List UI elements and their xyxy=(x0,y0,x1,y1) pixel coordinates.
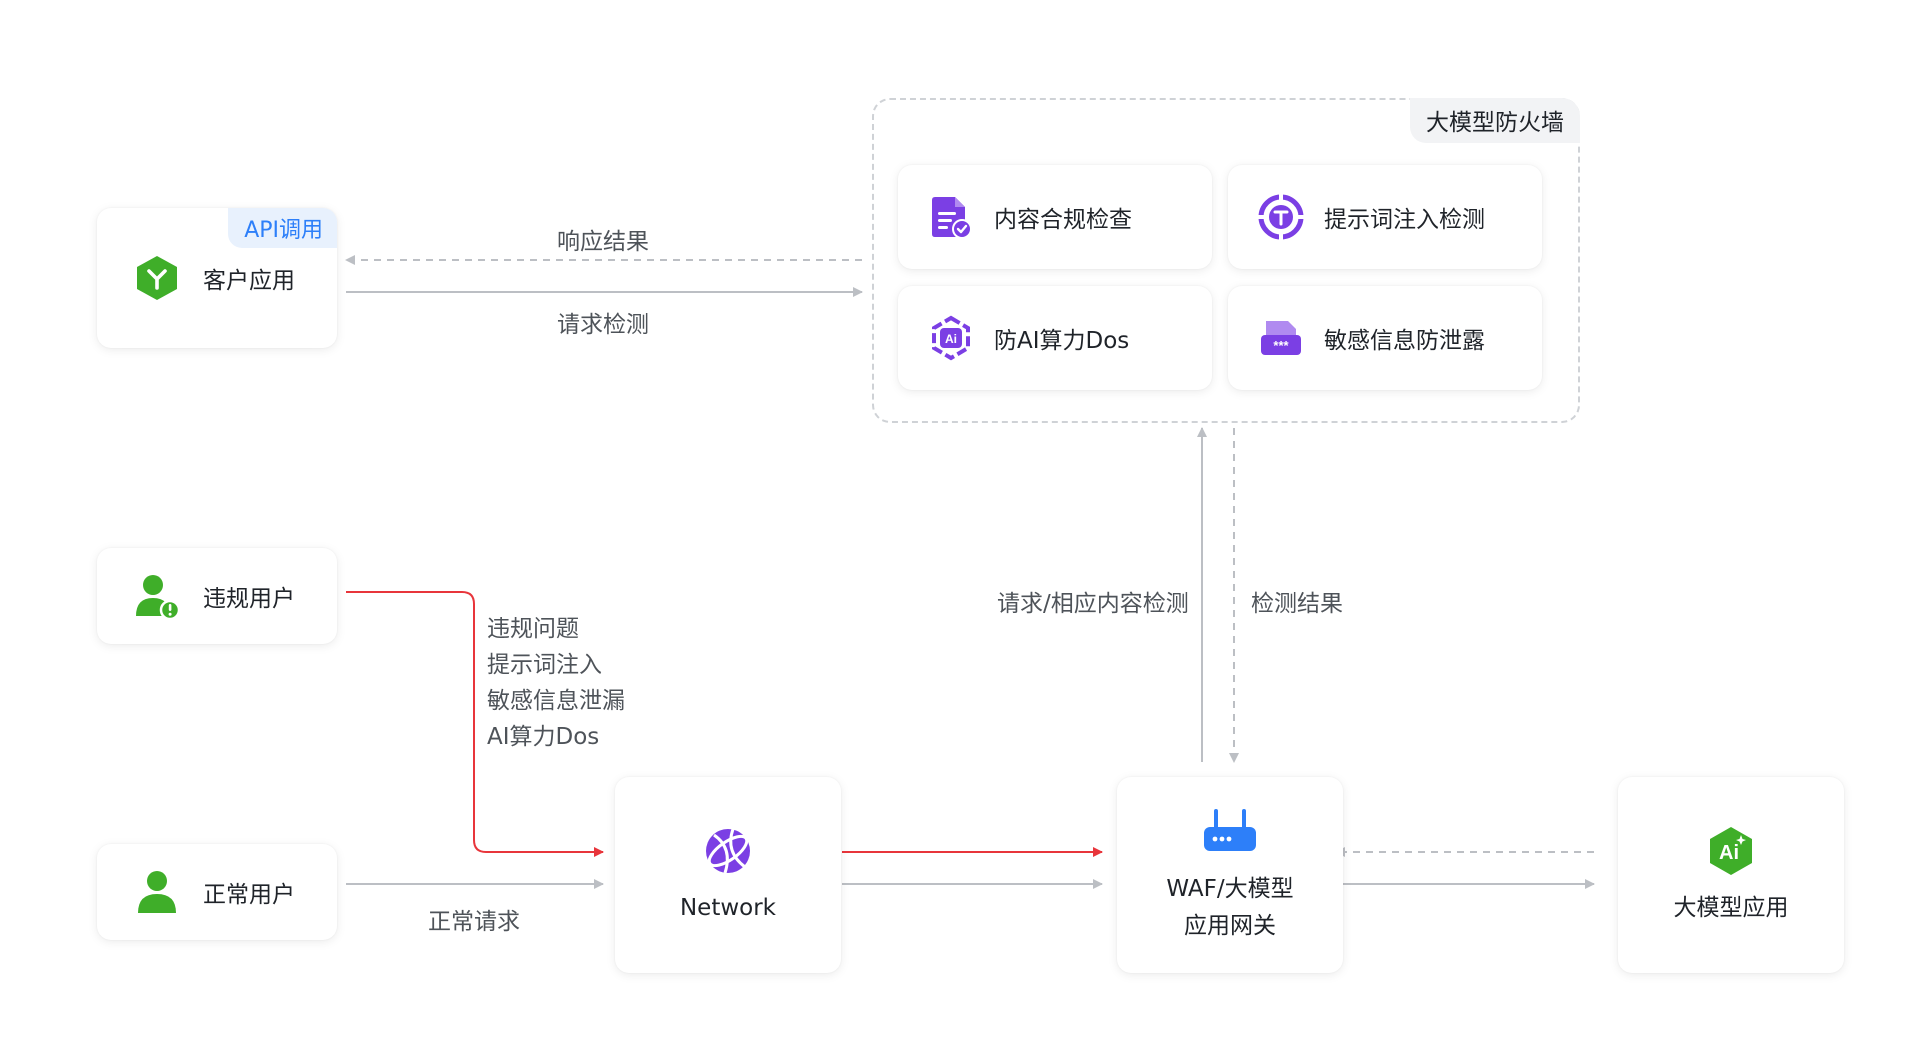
client-app-label: 客户应用 xyxy=(203,268,295,294)
network-card[interactable]: Network xyxy=(615,777,841,973)
violating-user-label: 违规用户 xyxy=(203,586,295,612)
edge-label-normal-request: 正常请求 xyxy=(428,909,520,935)
module-ai-dos[interactable]: Ai 防AI算力Dos xyxy=(898,286,1212,390)
violation-item: 提示词注入 xyxy=(487,652,602,678)
violating-user-card[interactable]: 违规用户 xyxy=(97,548,337,644)
target-shield-icon xyxy=(1258,194,1304,240)
module-label: 敏感信息防泄露 xyxy=(1324,328,1485,354)
module-label: 防AI算力Dos xyxy=(994,328,1130,354)
svg-text:***: *** xyxy=(1273,338,1289,353)
violation-item: 违规问题 xyxy=(487,616,579,642)
user-warning-icon xyxy=(133,572,181,620)
module-label: 提示词注入检测 xyxy=(1324,207,1485,233)
waf-label-line2: 应用网关 xyxy=(1183,913,1276,939)
client-app-card[interactable]: API调用 客户应用 xyxy=(97,208,337,348)
svg-text:Ai: Ai xyxy=(1719,842,1739,864)
network-label: Network xyxy=(679,894,777,921)
normal-user-label: 正常用户 xyxy=(203,882,295,908)
edge-label-request-check: 请求检测 xyxy=(557,312,649,338)
llm-firewall-group: 大模型防火墙 xyxy=(872,98,1580,423)
violation-item: 敏感信息泄漏 xyxy=(487,688,625,714)
normal-user-card[interactable]: 正常用户 xyxy=(97,844,337,940)
router-icon xyxy=(1203,805,1257,859)
api-call-badge: API调用 xyxy=(228,208,337,248)
edge-label-response: 响应结果 xyxy=(557,229,649,255)
violation-item: AI算力Dos xyxy=(487,724,600,750)
edge-label-req-resp-check: 请求/相应内容检测 xyxy=(997,591,1189,617)
waf-label-line1: WAF/大模型 xyxy=(1166,876,1294,902)
module-content-compliance[interactable]: 内容合规检查 xyxy=(898,165,1212,269)
ai-chip-icon: Ai xyxy=(928,315,974,361)
module-prompt-injection[interactable]: 提示词注入检测 xyxy=(1228,165,1542,269)
svg-text:Ai: Ai xyxy=(945,332,957,346)
user-icon xyxy=(133,868,181,916)
globe-icon xyxy=(701,824,755,878)
hexagon-app-icon xyxy=(133,254,181,302)
llm-app-card[interactable]: Ai 大模型应用 xyxy=(1618,777,1844,973)
violation-list: 违规问题 提示词注入 敏感信息泄漏 AI算力Dos xyxy=(487,611,625,755)
ai-hexagon-icon: Ai xyxy=(1704,824,1758,878)
waf-gateway-card[interactable]: WAF/大模型 应用网关 xyxy=(1117,777,1343,973)
module-sensitive-info[interactable]: *** 敏感信息防泄露 xyxy=(1228,286,1542,390)
masked-password-icon: *** xyxy=(1258,315,1304,361)
document-check-icon xyxy=(928,194,974,240)
llm-app-label: 大模型应用 xyxy=(1673,894,1789,921)
violation-path xyxy=(346,591,604,857)
waf-gateway-label: WAF/大模型 应用网关 xyxy=(1166,871,1293,945)
module-label: 内容合规检查 xyxy=(994,207,1132,233)
edge-label-check-result: 检测结果 xyxy=(1251,591,1343,617)
firewall-title: 大模型防火墙 xyxy=(1410,98,1580,143)
